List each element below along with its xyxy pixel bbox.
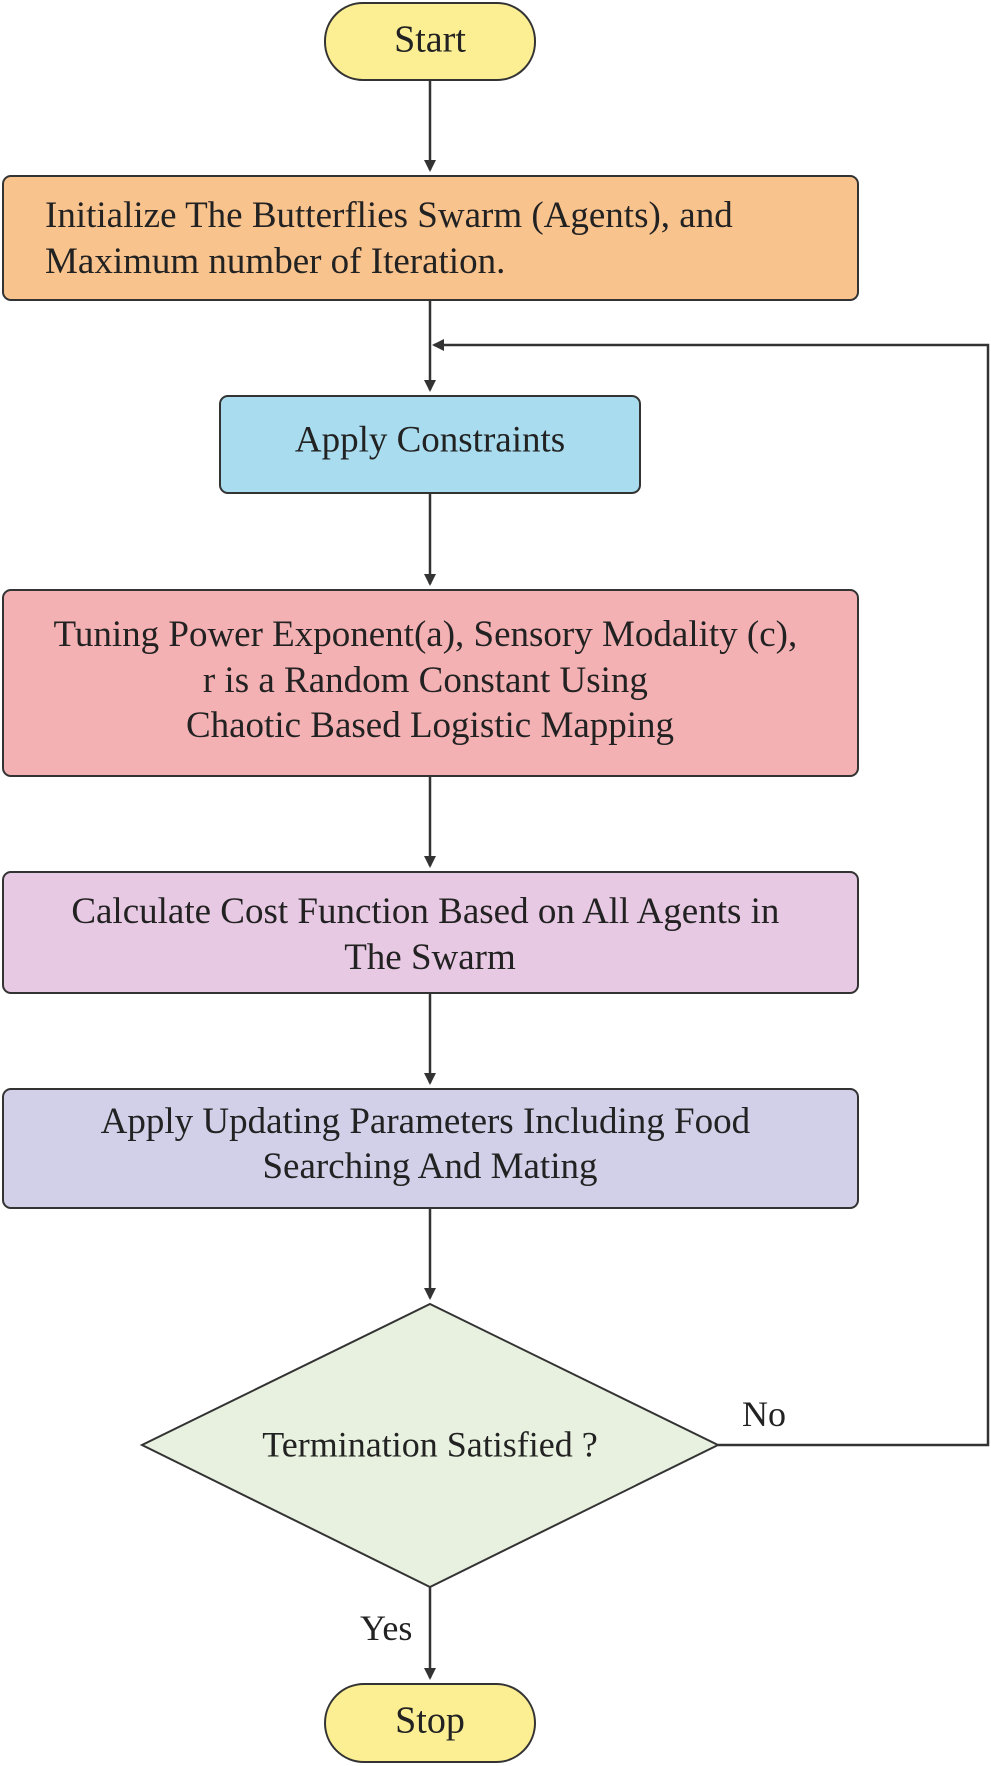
- init-label-line-1: Initialize The Butterflies Swarm (Agents…: [45, 195, 733, 236]
- cost-label: Calculate Cost Function Based on All Age…: [71, 891, 788, 978]
- init-label-line-2: Maximum number of Iteration.: [45, 241, 505, 282]
- cost-label-line-2: The Swarm: [344, 937, 516, 978]
- no-label: No: [742, 1394, 786, 1434]
- init-box: [2, 175, 859, 301]
- tuning-box: [2, 589, 859, 777]
- start-terminal-shape: [324, 2, 536, 81]
- connectors: [424, 80, 990, 1680]
- stop-node: Stop: [324, 1683, 536, 1763]
- yes-label: Yes: [360, 1608, 412, 1648]
- init-node: Initialize The Butterflies Swarm (Agents…: [2, 175, 859, 301]
- tuning-label-line-1: Tuning Power Exponent(a), Sensory Modali…: [54, 614, 798, 655]
- tuning-label-line-3: Chaotic Based Logistic Mapping: [186, 705, 674, 746]
- cost-node: Calculate Cost Function Based on All Age…: [2, 871, 859, 994]
- tuning-label: Tuning Power Exponent(a), Sensory Modali…: [54, 614, 807, 746]
- cost-label-line-1: Calculate Cost Function Based on All Age…: [71, 891, 779, 932]
- start-label: Start: [394, 19, 466, 61]
- decision-label: Termination Satisfied ?: [262, 1424, 597, 1464]
- tuning-label-line-2: r is a Random Constant Using: [203, 660, 648, 701]
- decision-diamond: [139, 1302, 721, 1589]
- update-label: Apply Updating Parameters Including Food…: [101, 1101, 760, 1187]
- loop-no-connector: [432, 339, 990, 1447]
- update-box: [2, 1088, 859, 1209]
- constraints-label: Apply Constraints: [295, 419, 565, 460]
- start-node: Start: [324, 2, 536, 81]
- cost-box: [2, 871, 859, 994]
- constraints-box: [219, 395, 641, 494]
- tuning-node: Tuning Power Exponent(a), Sensory Modali…: [2, 589, 859, 777]
- constraints-node: Apply Constraints: [219, 395, 641, 494]
- stop-terminal-shape: [324, 1683, 536, 1763]
- update-label-line-1: Apply Updating Parameters Including Food: [101, 1101, 751, 1142]
- init-label: Initialize The Butterflies Swarm (Agents…: [45, 195, 742, 282]
- decision-node: Termination Satisfied ?: [139, 1302, 721, 1589]
- update-node: Apply Updating Parameters Including Food…: [2, 1088, 859, 1209]
- stop-label: Stop: [395, 1700, 465, 1742]
- update-label-line-2: Searching And Mating: [262, 1146, 597, 1187]
